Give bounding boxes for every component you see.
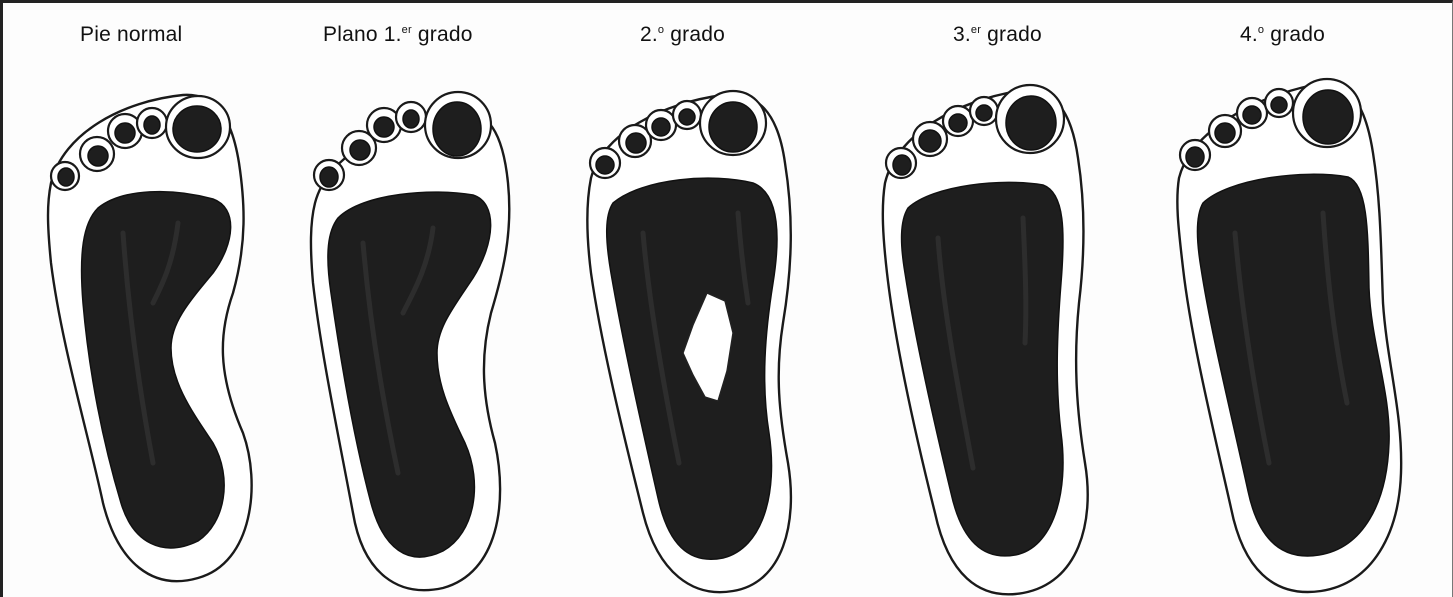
footprint-normal <box>48 95 252 581</box>
footprint-flat-grade-1 <box>311 92 509 590</box>
footprint-grade-4 <box>1177 79 1401 592</box>
footprints-illustration <box>3 3 1453 597</box>
footprint-grade-2 <box>587 91 791 592</box>
footprint-grade-3 <box>883 85 1088 594</box>
